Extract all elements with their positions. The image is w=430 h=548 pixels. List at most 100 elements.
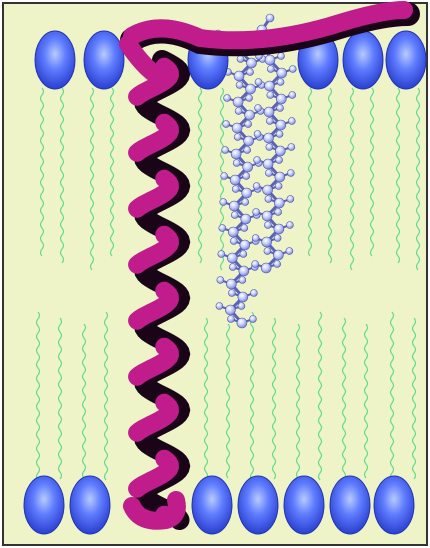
carbon-atom [275, 146, 285, 156]
hydrogen-atom [235, 108, 242, 115]
hydrogen-atom [232, 186, 239, 193]
hydrogen-atom [288, 144, 295, 151]
hydrogen-atom [217, 277, 224, 284]
hydrogen-atom [267, 66, 274, 73]
carbon-atom [262, 211, 272, 221]
hydrogen-atom [287, 196, 294, 203]
hydrogen-atom [266, 144, 273, 151]
hydrogen-atom [219, 225, 226, 232]
lipid-head [192, 476, 232, 534]
hydrogen-atom [252, 261, 259, 268]
hydrogen-atom [276, 157, 283, 164]
carbon-atom [230, 175, 240, 185]
hydrogen-atom [241, 225, 248, 232]
hydrogen-atom [239, 277, 246, 284]
carbon-atom [227, 253, 237, 263]
hydrogen-atom [274, 261, 281, 268]
carbon-atom [274, 198, 284, 208]
hydrogen-atom [253, 209, 260, 216]
hydrogen-atom [216, 303, 223, 310]
lipid-head [343, 31, 383, 89]
hydrogen-atom [252, 235, 259, 242]
lipid-head [35, 31, 75, 89]
carbon-atom [239, 266, 249, 276]
hydrogen-atom [221, 173, 228, 180]
carbon-atom [233, 97, 243, 107]
hydrogen-atom [220, 199, 227, 206]
hydrogen-atom [254, 131, 261, 138]
hydrogen-atom [278, 53, 285, 60]
hydrogen-atom [253, 183, 260, 190]
hydrogen-atom [243, 173, 250, 180]
hydrogen-atom [274, 235, 281, 242]
hydrogen-atom [228, 290, 235, 297]
hydrogen-atom [222, 147, 229, 154]
hydrogen-atom [276, 131, 283, 138]
carbon-atom [262, 237, 272, 247]
hydrogen-atom [264, 222, 271, 229]
carbon-atom [275, 172, 285, 182]
carbon-atom [238, 292, 248, 302]
lipid-head [374, 476, 414, 534]
carbon-atom [265, 81, 275, 91]
hydrogen-atom [277, 105, 284, 112]
carbon-atom [241, 214, 251, 224]
carbon-atom [225, 305, 235, 315]
hydrogen-atom [245, 121, 252, 128]
carbon-atom [276, 94, 286, 104]
hydrogen-atom [265, 170, 272, 177]
carbon-atom [276, 120, 286, 130]
lipid-head [24, 476, 64, 534]
carbon-atom [228, 227, 238, 237]
carbon-atom [237, 318, 247, 328]
carbon-atom [243, 162, 253, 172]
hydrogen-atom [240, 251, 247, 258]
hydrogen-atom [233, 160, 240, 167]
hydrogen-atom [242, 199, 249, 206]
hydrogen-atom [255, 105, 262, 112]
carbon-atom [261, 263, 271, 273]
hydrogen-atom [234, 134, 241, 141]
lipid-head [386, 31, 426, 89]
carbon-atom [234, 71, 244, 81]
hydrogen-atom [288, 118, 295, 125]
lipid-head [330, 476, 370, 534]
hydrogen-atom [246, 95, 253, 102]
hydrogen-atom [250, 290, 257, 297]
hydrogen-atom [287, 170, 294, 177]
carbon-atom [264, 133, 274, 143]
carbon-atom [231, 149, 241, 159]
carbon-atom [265, 55, 275, 65]
hydrogen-atom [275, 183, 282, 190]
lipid-head [70, 476, 110, 534]
hydrogen-atom [218, 251, 225, 258]
hydrogen-atom [289, 66, 296, 73]
carbon-atom [246, 84, 256, 94]
carbon-atom [242, 188, 252, 198]
hydrogen-atom [289, 92, 296, 99]
hydrogen-atom [238, 303, 245, 310]
carbon-atom [226, 279, 236, 289]
carbon-atom [232, 123, 242, 133]
carbon-atom [263, 159, 273, 169]
hydrogen-atom [230, 238, 237, 245]
hydrogen-atom [266, 118, 273, 125]
carbon-atom [273, 250, 283, 260]
hydrogen-atom [275, 209, 282, 216]
carbon-atom [264, 107, 274, 117]
lipid-heads-bottom-leaflet [24, 476, 414, 534]
hydrogen-atom [286, 222, 293, 229]
lipid-head [238, 476, 278, 534]
hydrogen-atom [264, 248, 271, 255]
hydrogen-atom [286, 248, 293, 255]
carbon-atom [247, 58, 257, 68]
hydrogen-atom [254, 157, 261, 164]
carbon-atom [274, 224, 284, 234]
hydrogen-atom [249, 316, 256, 323]
carbon-atom [240, 240, 250, 250]
hydrogen-atom [229, 264, 236, 271]
hydrogen-atom [277, 79, 284, 86]
hydrogen-atom [244, 147, 251, 154]
hydrogen-atom [255, 79, 262, 86]
